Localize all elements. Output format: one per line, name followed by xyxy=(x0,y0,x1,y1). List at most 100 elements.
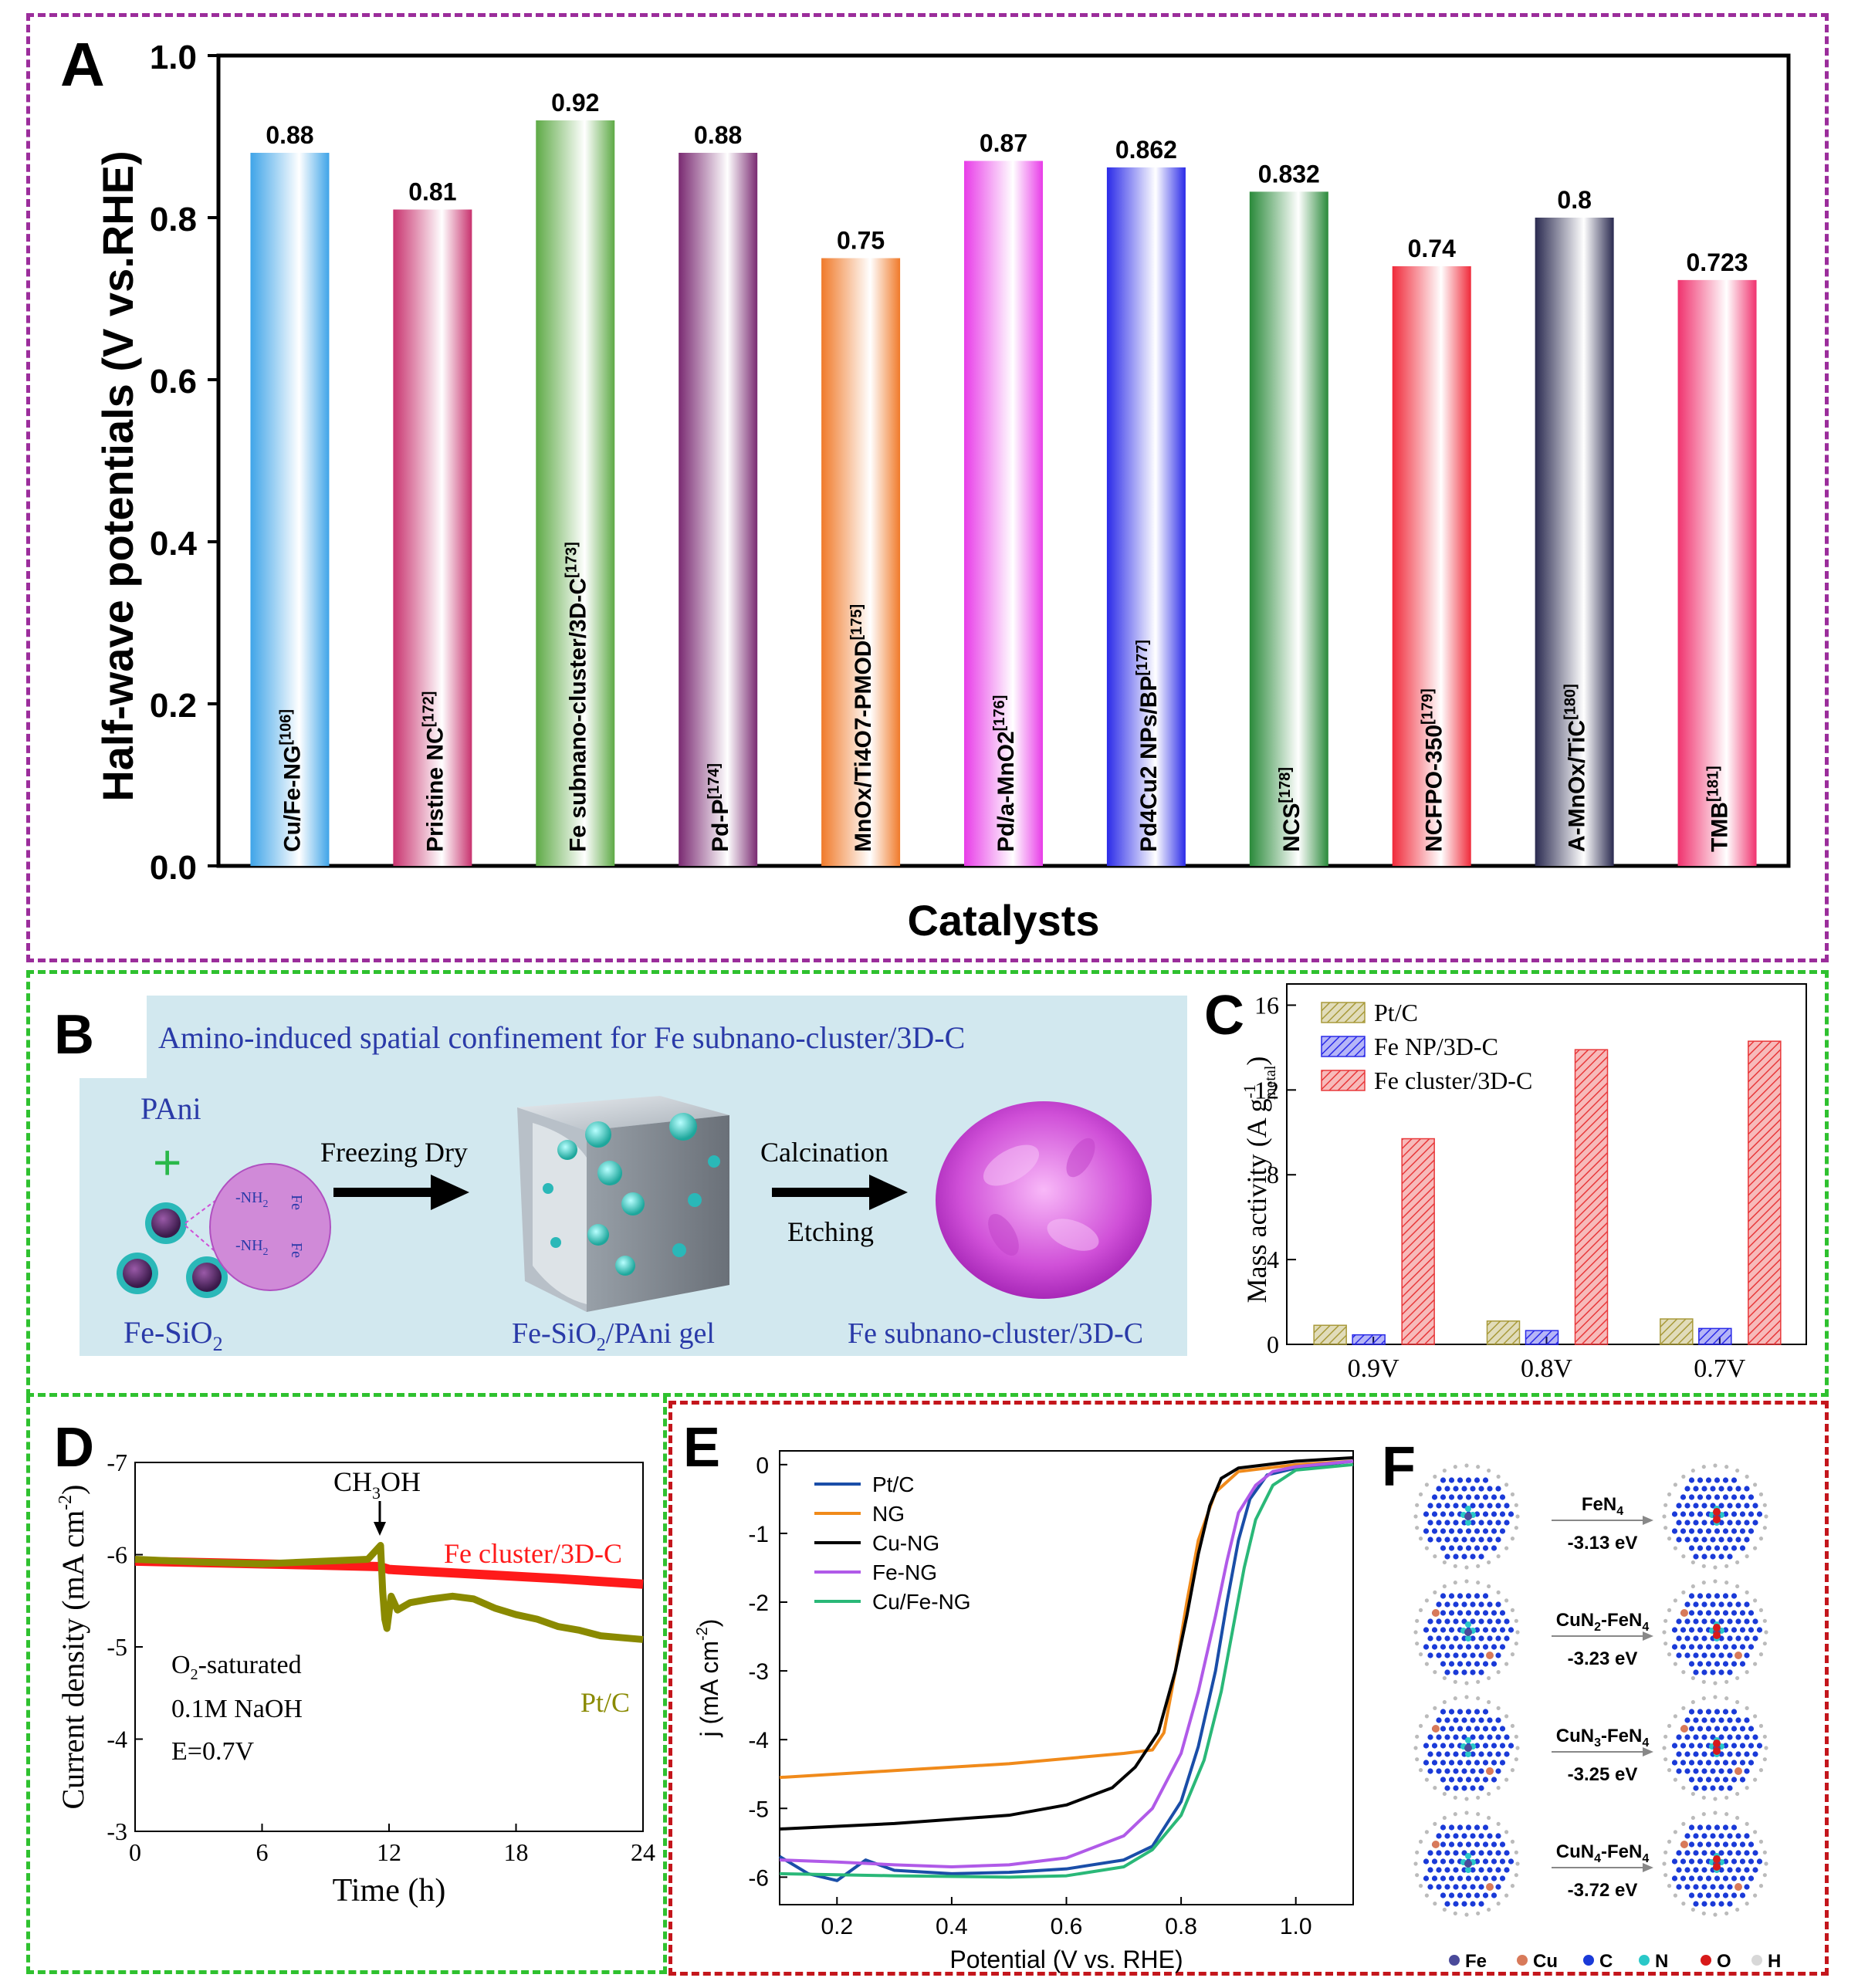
carbon-atom xyxy=(1470,1850,1476,1856)
carbon-atom xyxy=(1474,1875,1481,1882)
carbon-atom xyxy=(1495,1618,1501,1625)
hydrogen-atom xyxy=(1496,1786,1501,1790)
carbon-atom xyxy=(1684,1884,1690,1890)
molecule-initial xyxy=(1413,1810,1520,1917)
scheme-b-gel-label: Fe-SiO2/PAni gel xyxy=(512,1317,715,1355)
carbon-atom xyxy=(1444,1751,1450,1757)
hydrogen-atom xyxy=(1433,1786,1437,1790)
carbon-atom xyxy=(1697,1743,1704,1749)
carbon-atom xyxy=(1727,1867,1733,1873)
config-sub2: 4 xyxy=(1642,1736,1649,1750)
carbon-atom xyxy=(1684,1503,1690,1509)
carbon-atom xyxy=(1756,1511,1763,1517)
gel-cube xyxy=(517,1096,729,1312)
dopant-atom xyxy=(1680,1841,1688,1848)
carbon-atom xyxy=(1731,1743,1738,1749)
carbon-atom xyxy=(1444,1884,1450,1890)
hydrogen-atom xyxy=(1415,1618,1420,1623)
carbon-atom xyxy=(1482,1709,1489,1715)
carbon-atom xyxy=(1470,1486,1476,1492)
carbon-atom xyxy=(1731,1511,1738,1517)
carbon-atom xyxy=(1465,1528,1472,1534)
hydrogen-atom xyxy=(1735,1675,1740,1681)
carbon-atom xyxy=(1718,1833,1724,1839)
hydrogen-atom xyxy=(1753,1714,1758,1719)
carbon-atom xyxy=(1504,1867,1510,1873)
carbon-atom xyxy=(1495,1751,1501,1757)
carbon-atom xyxy=(1487,1751,1493,1757)
carbon-atom xyxy=(1478,1554,1484,1560)
hydrogen-atom xyxy=(1673,1830,1677,1834)
carbon-atom xyxy=(1710,1652,1716,1658)
carbon-atom xyxy=(1478,1486,1484,1492)
carbon-atom xyxy=(1731,1528,1738,1534)
carbon-atom xyxy=(1461,1901,1467,1907)
carbon-atom xyxy=(1748,1511,1755,1517)
category-name: Fe subnano-cluster/3D-C xyxy=(565,578,591,852)
carbon-atom xyxy=(1487,1537,1493,1543)
carbon-atom xyxy=(1448,1841,1455,1848)
carbon-atom xyxy=(1714,1593,1721,1599)
carbon-atom xyxy=(1752,1867,1758,1873)
hydrogen-atom xyxy=(1745,1670,1749,1675)
carbon-atom xyxy=(1491,1627,1498,1633)
legend-label: Fe cluster/3D-C xyxy=(1374,1067,1532,1094)
carbon-atom xyxy=(1718,1768,1724,1774)
config-label: FeN4 xyxy=(1582,1494,1623,1518)
carbon-atom xyxy=(1444,1520,1450,1526)
carbon-atom xyxy=(1714,1726,1721,1732)
carbon-atom xyxy=(1478,1901,1484,1907)
dopant-atom xyxy=(1734,1883,1742,1891)
hydrogen-atom xyxy=(1514,1850,1518,1854)
carbon-atom xyxy=(1688,1494,1695,1500)
carbon-atom xyxy=(1448,1892,1455,1898)
carbon-atom xyxy=(1499,1528,1506,1534)
carbon-atom xyxy=(1739,1777,1746,1783)
carbon-atom xyxy=(1491,1892,1498,1898)
carbon-atom xyxy=(1744,1850,1750,1856)
carbon-atom xyxy=(1448,1777,1455,1783)
carbon-atom xyxy=(1487,1717,1493,1723)
carbon-atom xyxy=(1671,1858,1678,1865)
carbon-atom xyxy=(1752,1751,1758,1757)
carbon-atom xyxy=(1697,1760,1704,1766)
hydrogen-atom xyxy=(1762,1641,1767,1646)
hydrogen-atom xyxy=(1453,1812,1457,1817)
dopant-atom xyxy=(1465,1506,1471,1512)
hydrogen-atom xyxy=(1496,1590,1501,1594)
carbon-atom xyxy=(1431,1743,1438,1749)
bar xyxy=(1574,1049,1609,1345)
hydrogen-atom xyxy=(1413,1514,1418,1519)
carbon-atom xyxy=(1457,1593,1464,1599)
carbon-atom xyxy=(1461,1601,1467,1608)
hydrogen-atom xyxy=(1464,1681,1469,1685)
carbon-atom xyxy=(1482,1593,1489,1599)
carbon-atom xyxy=(1714,1777,1721,1783)
carbon-atom xyxy=(1465,1841,1472,1848)
y-tick-label: -5 xyxy=(107,1633,127,1661)
hydrogen-atom xyxy=(1673,1598,1677,1603)
carbon-atom xyxy=(1697,1494,1704,1500)
carbon-atom xyxy=(1693,1635,1699,1641)
carbon-atom xyxy=(1739,1627,1746,1633)
carbon-atom xyxy=(1453,1751,1459,1757)
condition-electrolyte: 0.1M NaOH xyxy=(171,1695,303,1723)
hydrogen-atom xyxy=(1762,1526,1767,1530)
carbon-atom xyxy=(1499,1875,1506,1882)
hydrogen-atom xyxy=(1701,1465,1706,1469)
dopant-atom xyxy=(1680,1609,1688,1617)
hydrogen-atom xyxy=(1418,1537,1423,1541)
carbon-atom xyxy=(1693,1503,1699,1509)
carbon-atom xyxy=(1731,1726,1738,1732)
y-axis-title-close: ) xyxy=(1241,1057,1272,1066)
carbon-atom xyxy=(1457,1528,1464,1534)
carbon-atom xyxy=(1744,1503,1750,1509)
legend-atom-label: Cu xyxy=(1533,1951,1558,1972)
carbon-atom xyxy=(1752,1520,1758,1526)
carbon-atom xyxy=(1697,1726,1704,1732)
carbon-atom xyxy=(1508,1743,1514,1749)
carbon-atom xyxy=(1727,1833,1733,1839)
carbon-atom xyxy=(1697,1528,1704,1534)
carbon-atom xyxy=(1444,1652,1450,1658)
carbon-atom xyxy=(1499,1858,1506,1865)
